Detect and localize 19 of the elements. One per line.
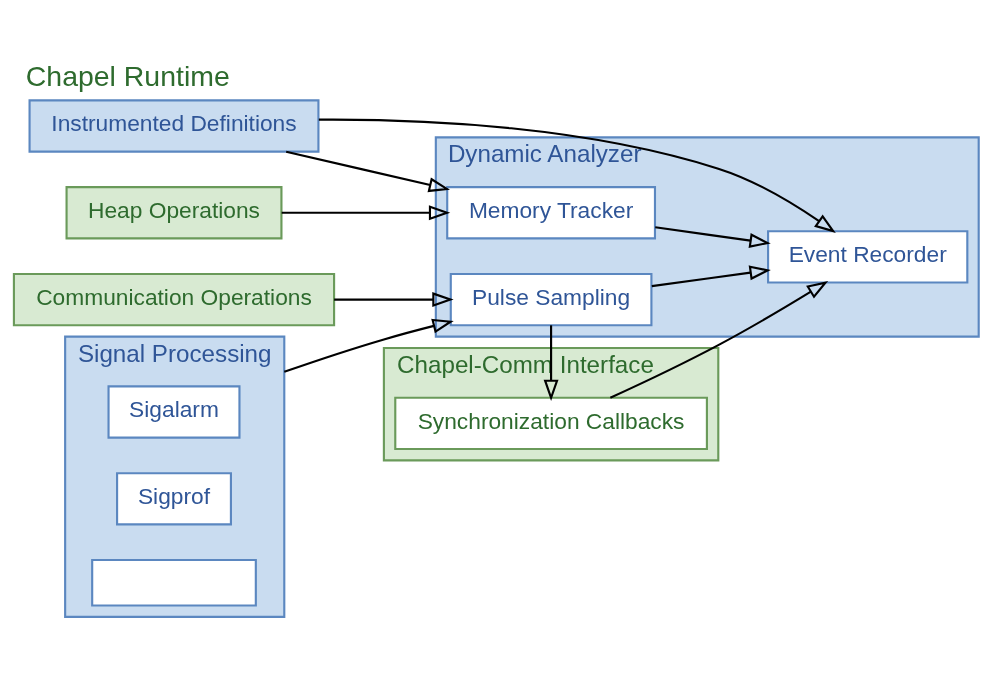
arrow [281, 204, 451, 220]
node-box: Pulse Sampling [449, 272, 653, 326]
arrow [318, 118, 836, 233]
node-box: Synchronization Callbacks [394, 396, 708, 450]
node-box: Sigprof [116, 471, 232, 525]
arrow [283, 318, 454, 373]
diagram-title: Chapel Runtime [25, 59, 230, 92]
node-box: Communication Operations [12, 272, 336, 326]
node-box: Sigalarm [107, 384, 241, 439]
node-box: Event Recorder [767, 229, 969, 284]
arrow [651, 264, 771, 287]
arrow [609, 280, 829, 399]
arrow [655, 225, 771, 248]
arrow [543, 324, 559, 401]
node-box: Instrumented Definitions [28, 98, 320, 153]
node-box: Heap Operations [65, 185, 283, 239]
arrow [334, 291, 454, 307]
node-box: Memory Tracker [446, 185, 657, 239]
node-box [91, 558, 257, 607]
